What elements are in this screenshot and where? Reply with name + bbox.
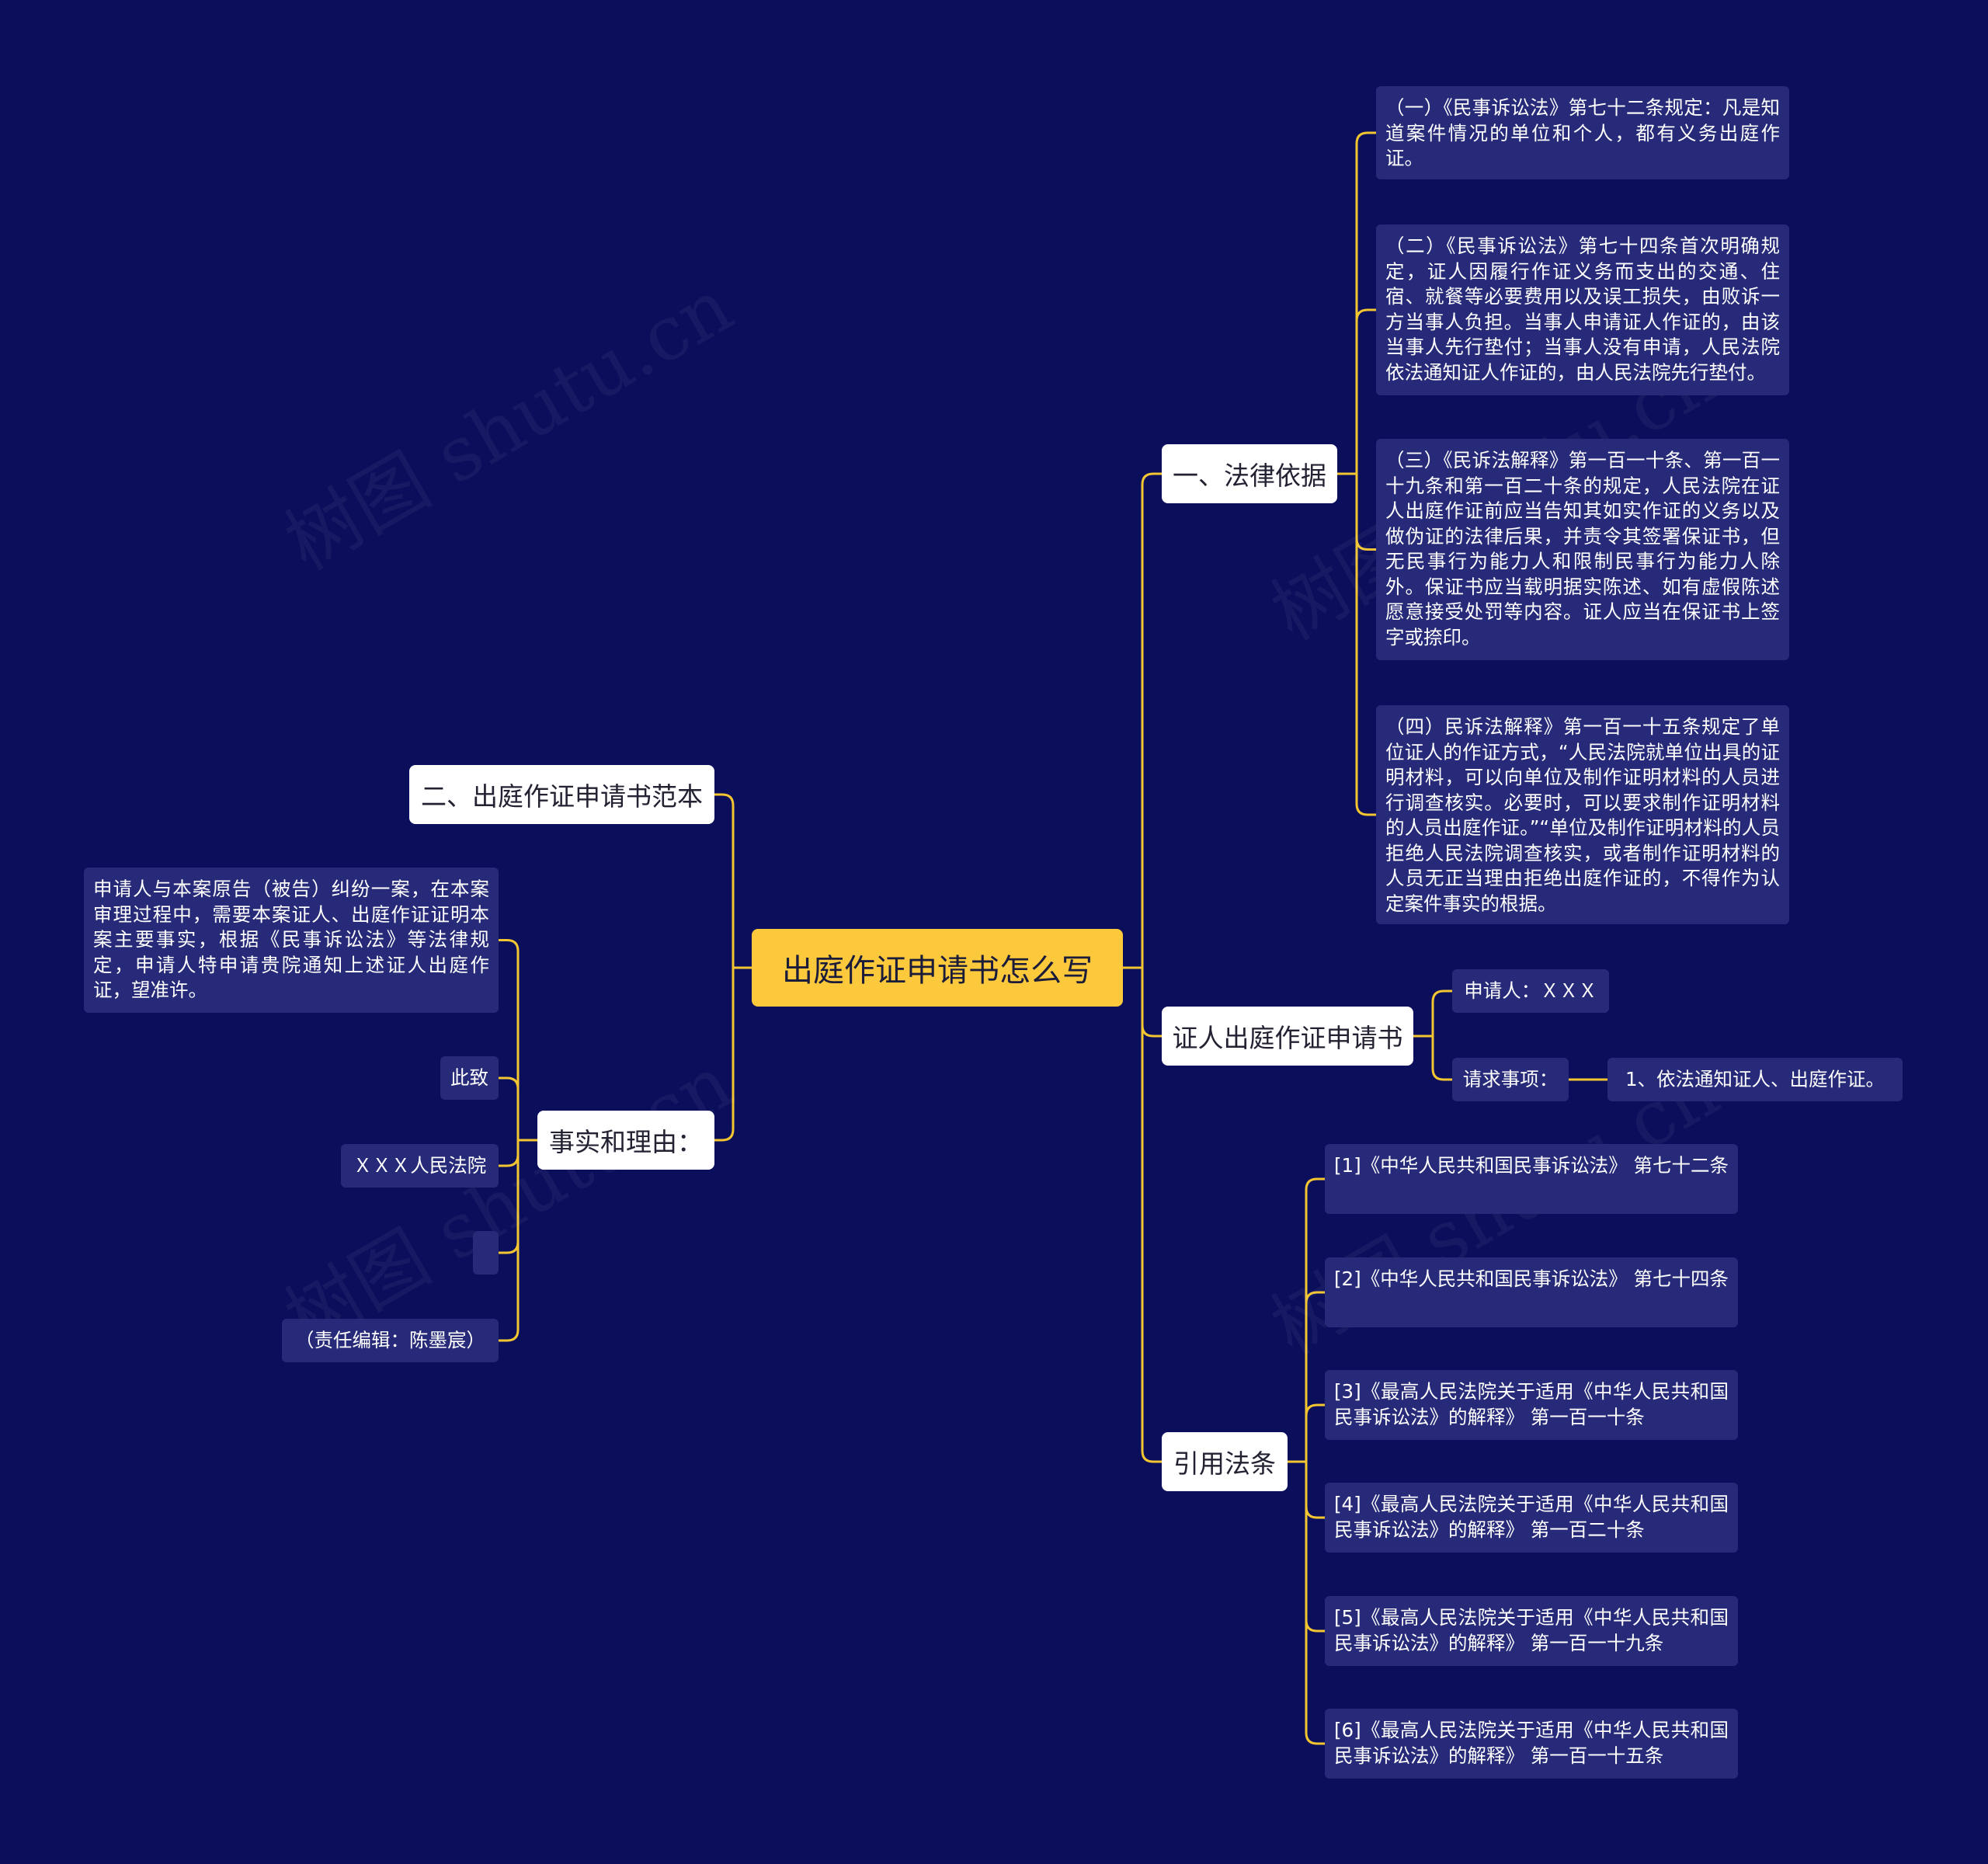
- closing-salutation[interactable]: 此致: [440, 1056, 499, 1100]
- facts-body-text[interactable]: 申请人与本案原告（被告）纠纷一案，在本案审理过程中，需要本案证人、出庭作证证明本…: [84, 868, 499, 1013]
- topic-cited-laws[interactable]: 引用法条: [1162, 1432, 1288, 1491]
- connector-legal-basis: [1337, 472, 1376, 816]
- connector-application: [1413, 1035, 1452, 1081]
- request-label[interactable]: 请求事项：: [1452, 1058, 1569, 1101]
- editor-credit[interactable]: （责任编辑：陈墨宸）: [282, 1319, 499, 1362]
- connector-center-left: [714, 793, 752, 969]
- connector-center-left: [714, 966, 752, 1142]
- connector-center-right: [1123, 966, 1162, 1463]
- connector-application: [1413, 989, 1452, 1038]
- legal-basis-item[interactable]: （三）《民诉法解释》第一百一十条、第一百一十九条和第一百二十条的规定，人民法院在…: [1376, 439, 1789, 660]
- connector-facts: [499, 939, 537, 1142]
- connector-center-right: [1123, 472, 1162, 969]
- topic-legal-basis[interactable]: 一、法律依据: [1162, 444, 1337, 503]
- topic-facts-and-reasons[interactable]: 事实和理由：: [537, 1111, 714, 1170]
- connector-citations: [1288, 1460, 1325, 1745]
- citation-item[interactable]: [3]《最高人民法院关于适用《中华人民共和国民事诉讼法》的解释》 第一百一十条: [1325, 1370, 1738, 1440]
- applicant-field[interactable]: 申请人：ＸＸＸ: [1452, 969, 1609, 1013]
- connector-legal-basis: [1337, 308, 1376, 475]
- blank-node[interactable]: [473, 1231, 499, 1275]
- connector-facts: [499, 1139, 537, 1342]
- legal-basis-item[interactable]: （四）民诉法解释》第一百一十五条规定了单位证人的作证方式，“人民法院就单位出具的…: [1376, 705, 1789, 924]
- topic-application-template[interactable]: 二、出庭作证申请书范本: [409, 765, 714, 824]
- citation-item[interactable]: [4]《最高人民法院关于适用《中华人民共和国民事诉讼法》的解释》 第一百二十条: [1325, 1483, 1738, 1553]
- connector-citations: [1288, 1291, 1325, 1463]
- connector-citations: [1288, 1403, 1325, 1463]
- connector-facts: [499, 1076, 537, 1142]
- court-name[interactable]: ＸＸＸ人民法院: [341, 1144, 499, 1188]
- legal-basis-item[interactable]: （二）《民事诉讼法》第七十四条首次明确规定，证人因履行作证义务而支出的交通、住宿…: [1376, 224, 1789, 395]
- central-topic[interactable]: 出庭作证申请书怎么写: [752, 929, 1123, 1007]
- topic-witness-application[interactable]: 证人出庭作证申请书: [1162, 1007, 1413, 1066]
- citation-item[interactable]: [6]《最高人民法院关于适用《中华人民共和国民事诉讼法》的解释》 第一百一十五条: [1325, 1709, 1738, 1779]
- citation-item[interactable]: [2]《中华人民共和国民事诉讼法》 第七十四条: [1325, 1257, 1738, 1327]
- request-item[interactable]: 1、依法通知证人、出庭作证。: [1607, 1058, 1903, 1101]
- legal-basis-item[interactable]: （一）《民事诉讼法》第七十二条规定：凡是知道案件情况的单位和个人，都有义务出庭作…: [1376, 86, 1789, 179]
- connector-citations: [1288, 1177, 1325, 1463]
- connector-legal-basis: [1337, 131, 1376, 475]
- citation-item[interactable]: [1]《中华人民共和国民事诉讼法》 第七十二条: [1325, 1144, 1738, 1214]
- citation-item[interactable]: [5]《最高人民法院关于适用《中华人民共和国民事诉讼法》的解释》 第一百一十九条: [1325, 1596, 1738, 1666]
